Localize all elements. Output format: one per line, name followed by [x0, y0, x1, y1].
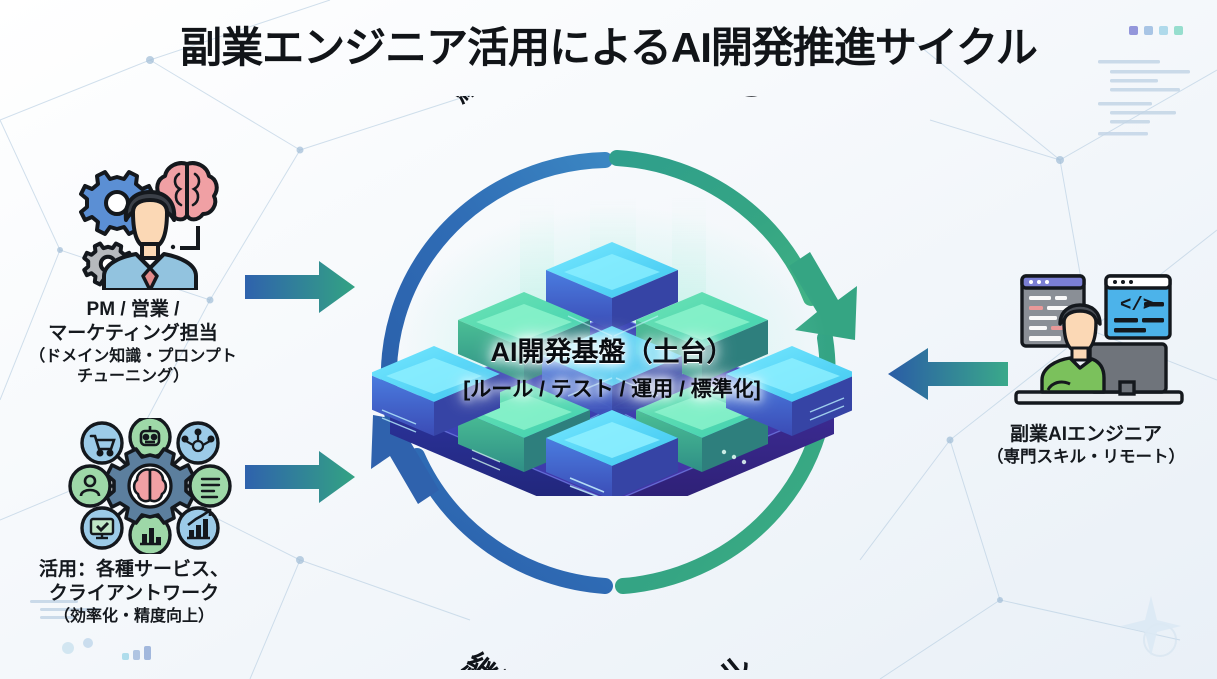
usecase-line-1: 活用：各種サービス、 [38, 559, 229, 580]
cycle-caption-top-text: 継続的な改善サイクル [443, 96, 772, 109]
remote-ai-engineer-icon: </> [1014, 274, 1184, 405]
usecase-label: 活用：各種サービス、 クライアントワーク （効率化・精度向上） [6, 558, 262, 627]
persona-sub-2: チューニング） [76, 368, 189, 386]
ai-platform-isometric-art [372, 196, 852, 496]
request-arrow-right [245, 261, 355, 313]
usecase-sub-1: （効率化・精度向上） [53, 607, 214, 625]
svg-text:</>: </> [1120, 294, 1154, 316]
persona-line-1: PM / 営業 / [86, 299, 180, 320]
engineer-line-1: 副業AIエンジニア [1009, 424, 1162, 445]
engineer-sub-1: （専門スキル・リモート） [987, 448, 1185, 467]
persona-label: PM / 営業 / マーケティング担当 （ドメイン知識・プロンプト チューニング… [8, 298, 258, 388]
usage-arrow-right [245, 451, 355, 503]
page-title: 副業エンジニア活用によるAI開発推進サイクル [180, 24, 1038, 71]
services-hub-icon [68, 418, 232, 554]
build-arrow-left [888, 348, 1008, 400]
persona-line-2: マーケティング担当 [48, 323, 218, 345]
engineer-label: 副業AIエンジニア （専門スキル・リモート） [966, 423, 1206, 468]
pm-sales-marketing-icon [79, 161, 219, 290]
cycle-caption-bottom-text: 継続的な改善サイクル [457, 646, 760, 670]
persona-sub-1: （ドメイン知識・プロンプト [29, 347, 237, 365]
usecase-line-2: クライアントワーク [48, 583, 220, 605]
